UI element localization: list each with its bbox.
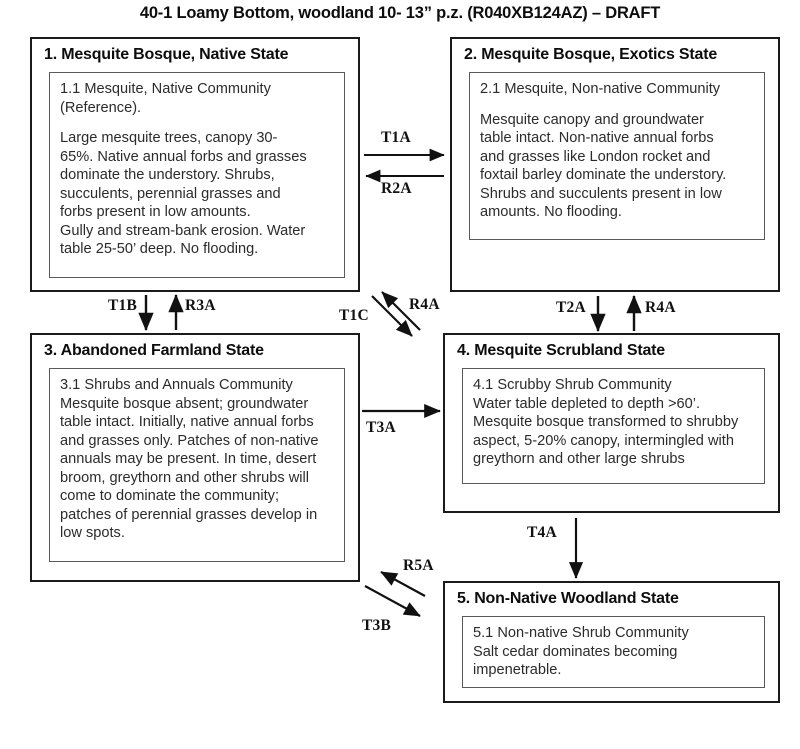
- state-1-title: 1. Mesquite Bosque, Native State: [44, 46, 289, 63]
- state-box-5[interactable]: 5. Non-Native Woodland State 5.1 Non-nat…: [443, 581, 780, 703]
- state-2-community-body: Mesquite canopy and groundwater table in…: [480, 111, 727, 221]
- transition-label-r4a-vertical: R4A: [645, 299, 676, 316]
- page-title: 40-1 Loamy Bottom, woodland 10- 13” p.z.…: [139, 4, 661, 22]
- state-3-community-box: 3.1 Shrubs and Annuals Community Mesquit…: [49, 368, 345, 562]
- transition-label-t3a: T3A: [366, 419, 396, 436]
- state-4-community-heading: 4.1 Scrubby Shrub Community: [473, 377, 672, 393]
- state-box-1[interactable]: 1. Mesquite Bosque, Native State 1.1 Mes…: [30, 37, 360, 292]
- state-5-community-body: Salt cedar dominates becoming impenetrab…: [473, 643, 678, 679]
- transition-label-t4a: T4A: [527, 524, 557, 541]
- state-2-title: 2. Mesquite Bosque, Exotics State: [464, 46, 718, 63]
- arrow-r5a: [380, 571, 426, 597]
- transition-label-t1b: T1B: [108, 297, 138, 314]
- spacer: [60, 117, 335, 129]
- state-1-community-heading: 1.1 Mesquite, Native Community (Referenc…: [60, 81, 271, 116]
- arrow-t1c: [371, 295, 413, 337]
- state-2-community-box: 2.1 Mesquite, Non-native Community Mesqu…: [469, 72, 765, 240]
- state-5-community-heading: 5.1 Non-native Shrub Community: [473, 625, 689, 641]
- transition-label-r2a: R2A: [381, 180, 412, 197]
- transition-label-r3a: R3A: [185, 297, 216, 314]
- state-5-title: 5. Non-Native Woodland State: [457, 590, 679, 607]
- state-4-title: 4. Mesquite Scrubland State: [457, 342, 665, 359]
- state-box-4[interactable]: 4. Mesquite Scrubland State 4.1 Scrubby …: [443, 333, 780, 513]
- transition-label-r5a: R5A: [403, 557, 434, 574]
- transition-label-t2a: T2A: [556, 299, 586, 316]
- state-5-community-box: 5.1 Non-native Shrub Community Salt ceda…: [462, 616, 765, 688]
- state-3-community-body: Mesquite bosque absent; groundwater tabl…: [60, 395, 319, 542]
- state-2-community-heading: 2.1 Mesquite, Non-native Community: [480, 81, 721, 97]
- state-3-community-heading: 3.1 Shrubs and Annuals Community: [60, 377, 293, 393]
- state-box-3[interactable]: 3. Abandoned Farmland State 3.1 Shrubs a…: [30, 333, 360, 582]
- state-4-community-box: 4.1 Scrubby Shrub Community Water table …: [462, 368, 765, 484]
- transition-label-t3b: T3B: [362, 617, 392, 634]
- state-4-community-body: Water table depleted to depth >60’. Mesq…: [473, 395, 739, 468]
- state-1-community-body: Large mesquite trees, canopy 30- 65%. Na…: [60, 130, 307, 258]
- state-1-community-box: 1.1 Mesquite, Native Community (Referenc…: [49, 72, 345, 278]
- transition-label-t1c: T1C: [339, 307, 369, 324]
- spacer: [480, 99, 755, 111]
- arrow-t3b: [364, 585, 421, 617]
- state-3-title: 3. Abandoned Farmland State: [44, 342, 264, 359]
- transition-label-r4a-diagonal: R4A: [409, 296, 440, 313]
- state-box-2[interactable]: 2. Mesquite Bosque, Exotics State 2.1 Me…: [450, 37, 780, 292]
- transition-label-t1a: T1A: [381, 129, 411, 146]
